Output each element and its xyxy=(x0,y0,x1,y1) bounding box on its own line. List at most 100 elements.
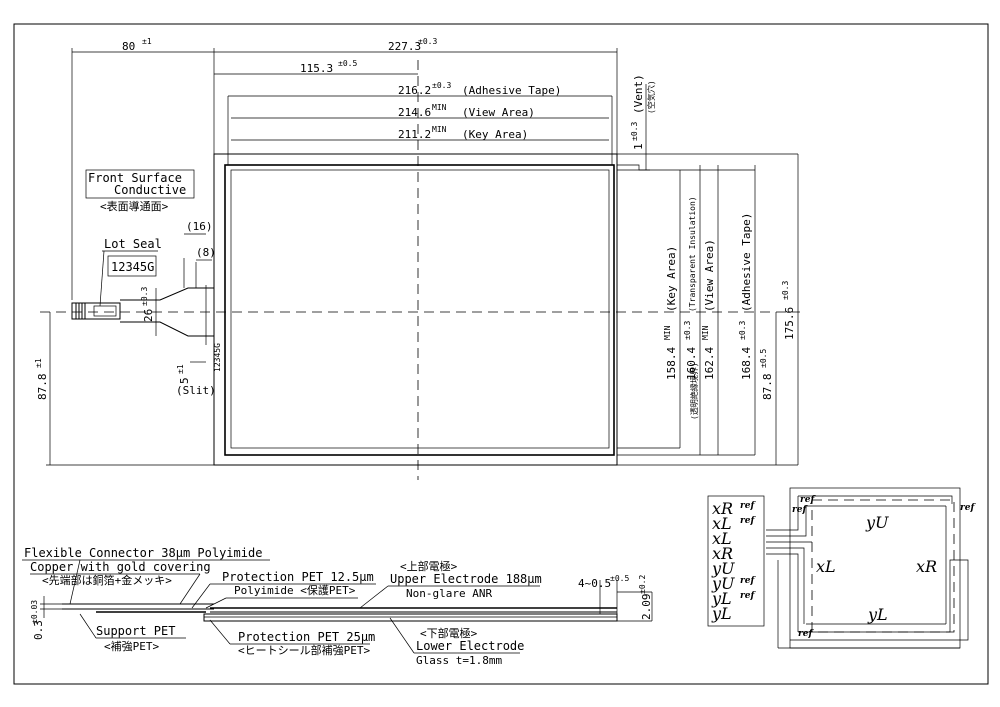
svg-text:xL: xL xyxy=(712,514,732,533)
vent-dimension: 1 ±0.3 (Vent) xyxy=(630,74,645,150)
svg-text:Polyimide <保護PET>: Polyimide <保護PET> xyxy=(234,583,356,597)
slit-label: (Slit) xyxy=(176,384,216,397)
svg-text:±0.5: ±0.5 xyxy=(338,59,357,68)
dim-87l: 87.8 ±1 xyxy=(34,358,49,400)
dim-115: 115.3 xyxy=(300,62,333,75)
dim-162: 162.4 MIN (View Area) xyxy=(701,239,716,380)
dim-158: 158.4 MIN (Key Area) xyxy=(663,246,678,380)
dim-160: 160.4 ±0.3 (Transparent Insulation) xyxy=(683,196,698,380)
dim-26: 26 ±0.3 xyxy=(140,287,155,322)
svg-text:±0.3: ±0.3 xyxy=(418,37,437,46)
svg-text:±1: ±1 xyxy=(34,358,43,368)
svg-text:(透明絶縁境界): (透明絶縁境界) xyxy=(689,362,699,420)
svg-text:168.4: 168.4 xyxy=(740,347,753,380)
svg-text:ref: ref xyxy=(740,516,756,526)
svg-text:<先端部は銅箔+金メッキ>: <先端部は銅箔+金メッキ> xyxy=(42,573,172,587)
svg-text:xR: xR xyxy=(712,544,733,563)
svg-text:87.8: 87.8 xyxy=(761,374,774,401)
svg-text:yL: yL xyxy=(711,604,732,623)
svg-text:ref: ref xyxy=(740,576,756,586)
svg-text:±1: ±1 xyxy=(176,364,185,374)
lot-number: 12345G xyxy=(111,260,154,274)
svg-text:<ヒートシール部補強PET>: <ヒートシール部補強PET> xyxy=(238,643,370,657)
svg-text:yU: yU xyxy=(711,574,735,593)
svg-text:5: 5 xyxy=(178,377,191,384)
svg-text:(空気穴): (空気穴) xyxy=(646,80,656,114)
svg-text:ref: ref xyxy=(792,505,808,515)
label-support-pet: Support PET xyxy=(96,624,175,638)
svg-text:MIN: MIN xyxy=(663,325,672,340)
panel-yL: yL xyxy=(867,605,888,624)
svg-text:<補強PET>: <補強PET> xyxy=(104,640,159,653)
dim-209: 2.09 ±0.2 xyxy=(638,575,653,620)
svg-text:±0.03: ±0.03 xyxy=(30,600,39,624)
svg-text:1: 1 xyxy=(632,143,645,150)
lot-seal-box xyxy=(93,305,117,317)
svg-text:(Key Area): (Key Area) xyxy=(462,128,528,141)
svg-text:Conductive: Conductive xyxy=(114,183,186,197)
svg-text:ref: ref xyxy=(740,501,756,511)
svg-text:±0.5: ±0.5 xyxy=(759,349,768,368)
dim-4: 4~0.5 xyxy=(578,577,611,590)
svg-text:(Transparent Insulation): (Transparent Insulation) xyxy=(688,196,697,312)
svg-text:MIN: MIN xyxy=(701,325,710,340)
label-glass: Glass t=1.8mm xyxy=(416,654,502,667)
svg-text:(View Area): (View Area) xyxy=(462,106,535,119)
dim-214: 214.6 xyxy=(398,106,431,119)
svg-text:ref: ref xyxy=(740,591,756,601)
dim-16: (16) xyxy=(186,220,213,233)
svg-text:(View Area): (View Area) xyxy=(703,239,716,312)
panel-xR: xR xyxy=(916,557,937,576)
lot-seal-label: Lot Seal xyxy=(104,237,162,251)
label-copper: Copper with gold covering xyxy=(30,560,211,574)
panel-xL: xL xyxy=(816,557,836,576)
svg-text:ref: ref xyxy=(960,503,976,513)
front-surface-label: Front Surface xyxy=(88,171,182,185)
label-flex-connector: Flexible Connector 38μm Polyimide xyxy=(24,546,262,560)
svg-text:Non-glare ANR: Non-glare ANR xyxy=(406,587,492,600)
label-protection-125: Protection PET 12.5μm xyxy=(222,570,374,584)
svg-text:158.4: 158.4 xyxy=(665,347,678,380)
svg-text:xR: xR xyxy=(712,499,733,518)
dim-03: 0.3 ±0.03 xyxy=(30,600,45,640)
view-area-outline xyxy=(224,164,615,456)
svg-text:±0.5: ±0.5 xyxy=(610,574,629,583)
key-area-outline xyxy=(230,169,610,449)
label-lower-electrode: Lower Electrode xyxy=(416,639,524,653)
svg-text:(Vent): (Vent) xyxy=(632,74,645,114)
svg-text:±0.3: ±0.3 xyxy=(781,281,790,300)
vent-line xyxy=(617,164,650,171)
dim-8: (8) xyxy=(196,246,216,259)
svg-text:162.4: 162.4 xyxy=(703,347,716,380)
svg-text:87.8: 87.8 xyxy=(36,374,49,401)
svg-text:yU: yU xyxy=(711,559,735,578)
drawing-frame xyxy=(13,23,989,685)
svg-text:±0.3: ±0.3 xyxy=(432,81,451,90)
dim-216: 216.2 xyxy=(398,84,431,97)
svg-text:ref: ref xyxy=(798,629,814,639)
label-protection-25: Protection PET 25μm xyxy=(238,630,375,644)
dim-227: 227.3 xyxy=(388,40,421,53)
panel-yU: yU xyxy=(865,513,889,532)
svg-text:<下部電極>: <下部電極> xyxy=(420,626,478,640)
svg-text:±0.3: ±0.3 xyxy=(738,321,747,340)
front-surface-box xyxy=(85,169,195,199)
svg-text:MIN: MIN xyxy=(432,125,447,134)
flex-connector-end xyxy=(71,302,121,320)
svg-text:±0.2: ±0.2 xyxy=(638,575,647,594)
dim-168: 168.4 ±0.3 (Adhesive Tape) xyxy=(738,213,753,380)
dim-211: 211.2 xyxy=(398,128,431,141)
svg-text:±1: ±1 xyxy=(142,37,152,46)
svg-text:175.6: 175.6 xyxy=(783,307,796,340)
svg-text:0.3: 0.3 xyxy=(32,620,45,640)
svg-text:(Key Area): (Key Area) xyxy=(665,246,678,312)
dim-87r: 87.8 ±0.5 xyxy=(759,349,774,400)
svg-text:±0.3: ±0.3 xyxy=(140,287,149,306)
svg-text:2.09: 2.09 xyxy=(640,594,653,621)
svg-text:ref: ref xyxy=(800,495,816,505)
tiny-lot-mark: 12345G xyxy=(213,343,222,372)
panel-outline xyxy=(213,153,618,466)
